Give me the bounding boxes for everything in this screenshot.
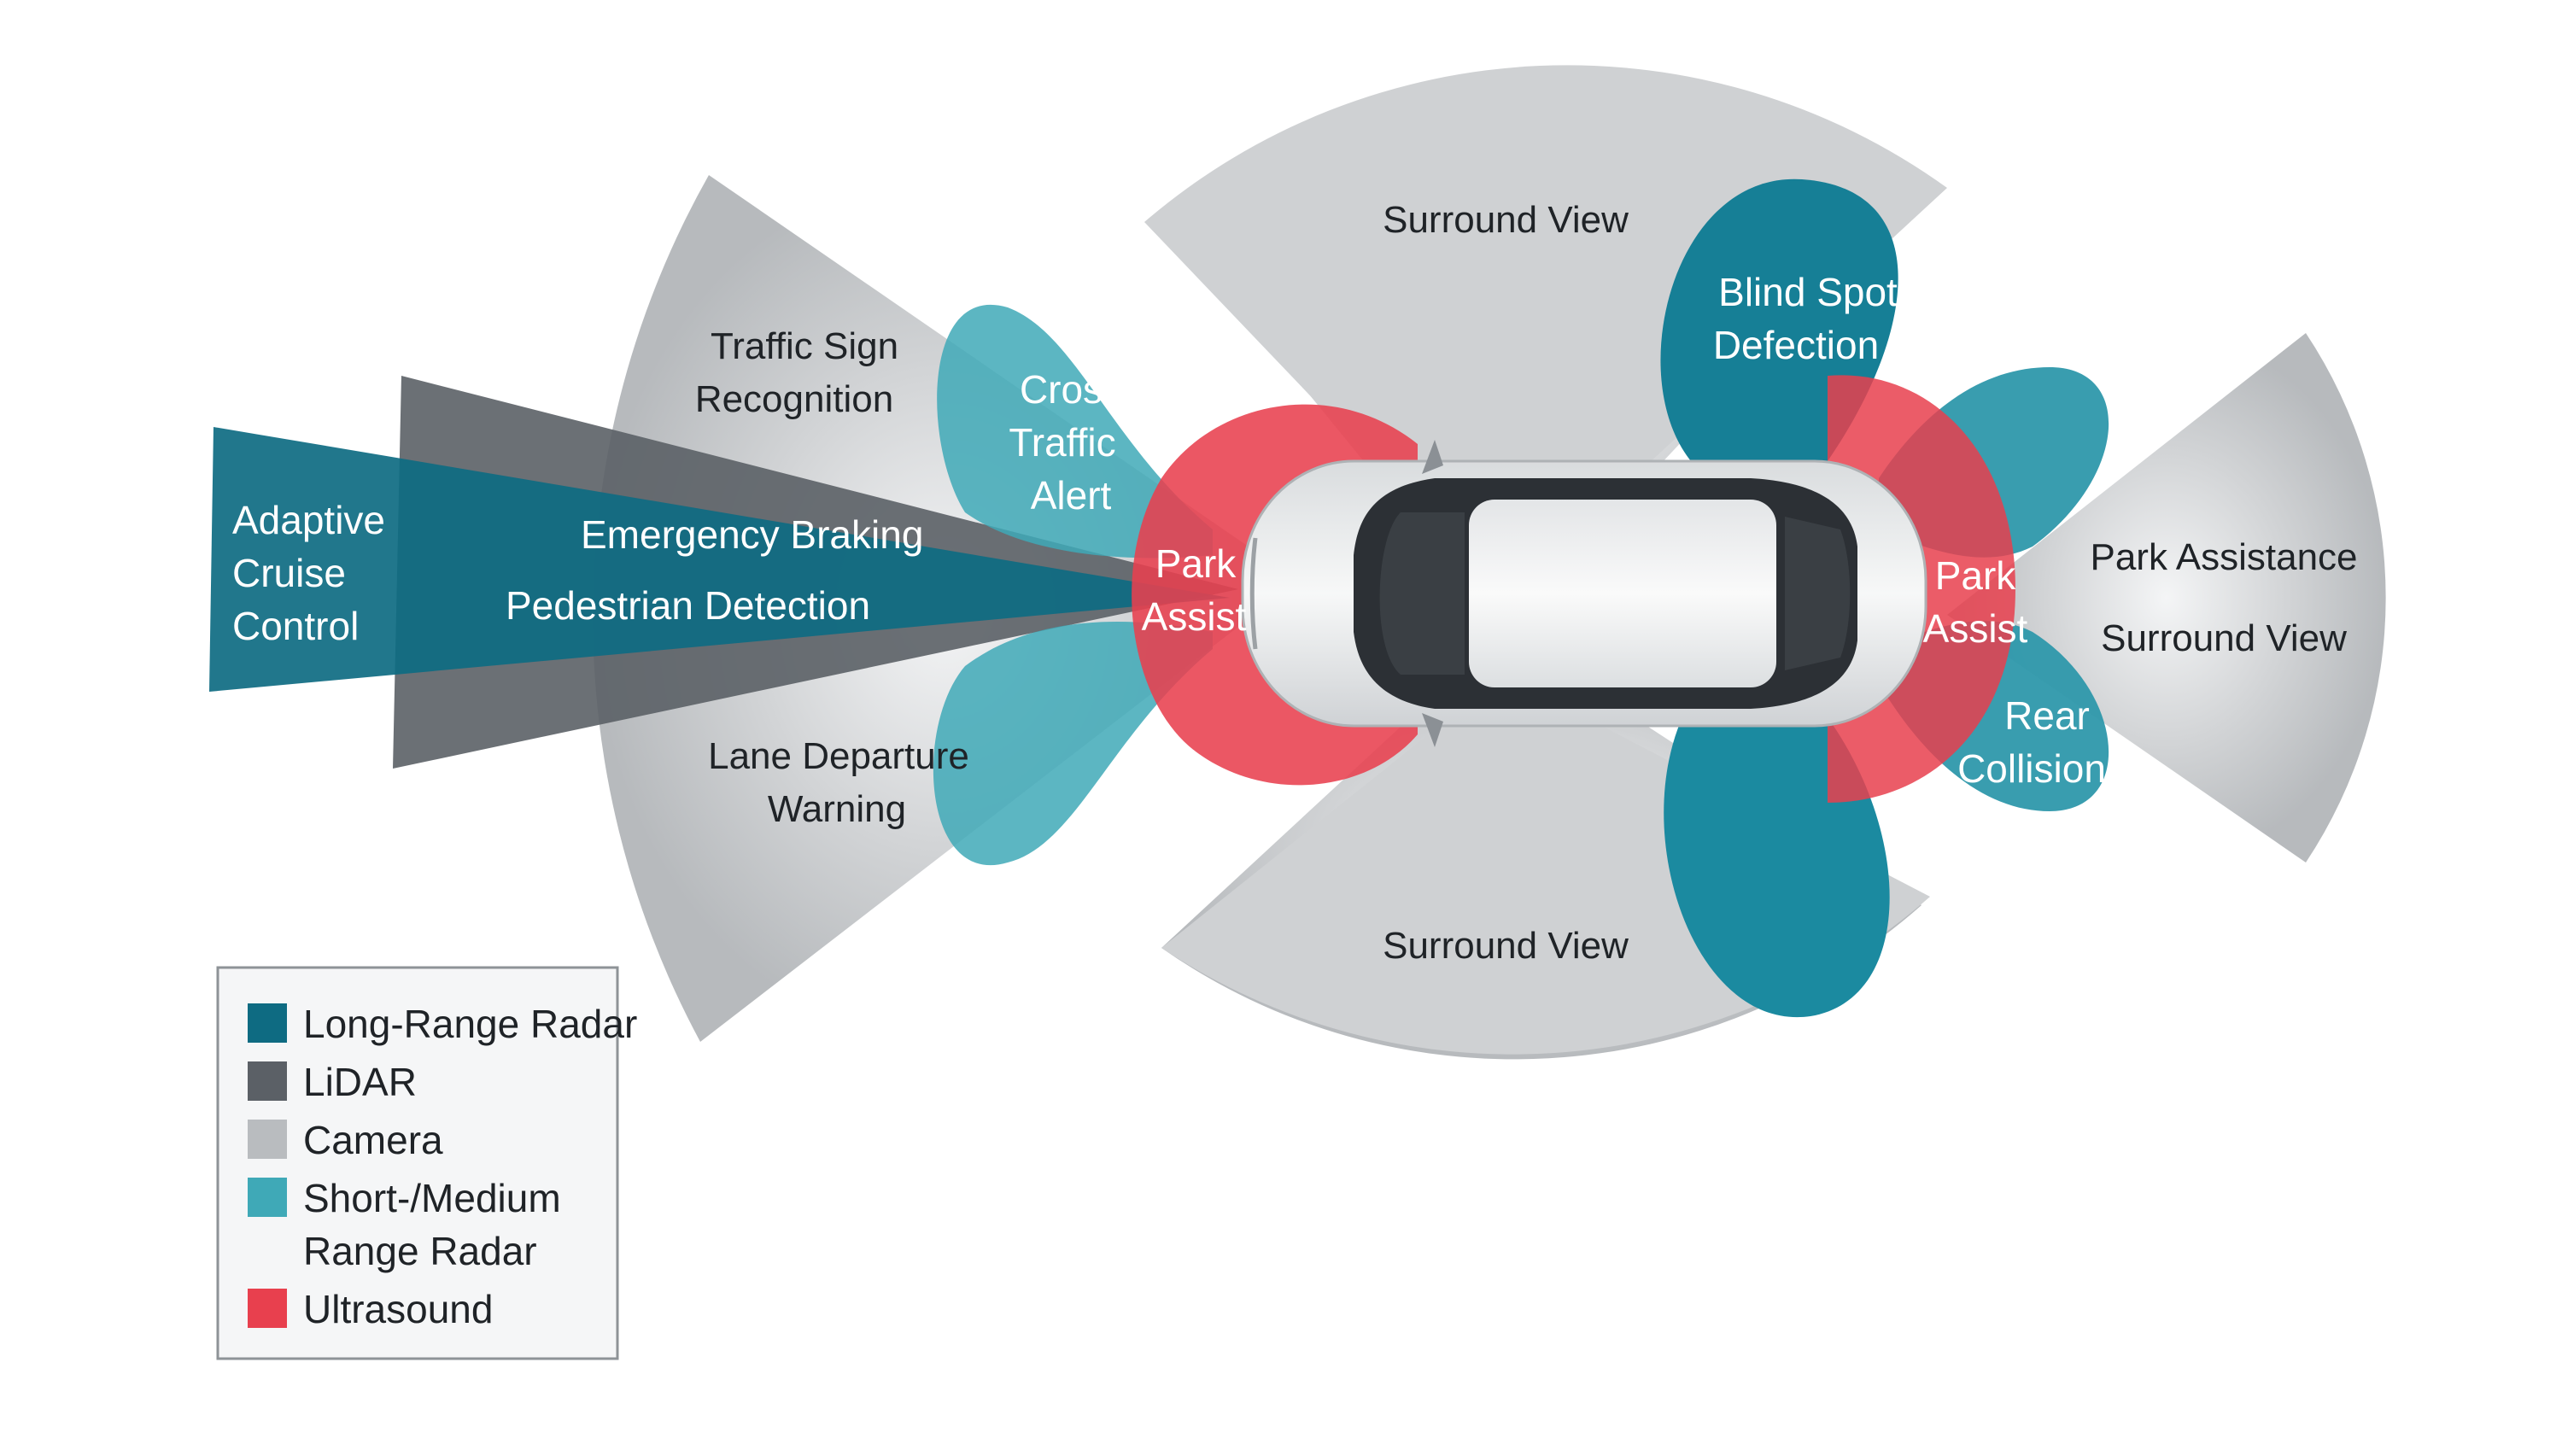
legend-label: Camera	[303, 1118, 443, 1162]
car-top-view	[1241, 440, 1927, 747]
label-line: Alert	[1031, 473, 1112, 517]
legend-swatch	[248, 1120, 287, 1159]
label-emergency-braking: Emergency Braking	[581, 512, 923, 557]
legend-label: Ultrasound	[303, 1287, 493, 1331]
label-line: Warning	[768, 788, 906, 830]
legend-swatch	[248, 1003, 287, 1043]
label-line: Park	[1935, 553, 2017, 598]
label-surround-view-rear: Surround View	[2101, 617, 2347, 659]
label-park-assist-rear: Park Assist	[1923, 553, 2028, 651]
label-line: Traffic	[1009, 420, 1115, 465]
label-park-assistance: Park Assistance	[2090, 536, 2357, 578]
label-line: Assist	[1923, 606, 2028, 651]
label-line: Blind Spot	[1718, 270, 1898, 314]
label-line: Park	[1155, 541, 1237, 586]
label-line: Assist	[1142, 594, 1247, 639]
label-line: Rear	[2004, 693, 2090, 738]
legend-swatch	[248, 1289, 287, 1328]
label-line: Defection	[1713, 323, 1879, 367]
long-range-radar-beam	[209, 427, 1230, 692]
camera-rear-wedge	[1947, 333, 2386, 862]
label-cross-traffic-alert: Cross Traffic Alert	[1009, 367, 1122, 517]
label-line: Collision	[1957, 746, 2106, 791]
label-lane-departure-warning: Lane Departure Warning	[708, 735, 969, 830]
label-pedestrian-detection: Pedestrian Detection	[506, 583, 870, 628]
short-radar-front-top	[937, 304, 1213, 558]
label-traffic-sign-recognition: Traffic Sign Recognition	[695, 325, 898, 420]
label-line: Traffic Sign	[711, 325, 898, 367]
label-park-assist-front: Park Assist	[1142, 541, 1247, 639]
label-line: Cruise	[232, 551, 346, 595]
label-line: Recognition	[695, 378, 893, 420]
legend-label: Range Radar	[303, 1229, 537, 1273]
label-surround-view-top: Surround View	[1383, 199, 1629, 241]
short-radar-front-bottom	[933, 622, 1213, 866]
label-adaptive-cruise-control: Adaptive Cruise Control	[232, 498, 385, 648]
label-line: Lane Departure	[708, 735, 969, 777]
legend-swatch	[248, 1178, 287, 1217]
label-surround-view-bottom: Surround View	[1383, 925, 1629, 967]
label-blind-spot: Blind Spot Defection	[1713, 270, 1898, 367]
legend-label: Long-Range Radar	[303, 1002, 637, 1046]
legend-label: Short-/Medium	[303, 1176, 561, 1220]
label-line: Cross	[1020, 367, 1122, 412]
label-line: Adaptive	[232, 498, 385, 542]
legend-label: LiDAR	[303, 1060, 417, 1104]
legend-swatch	[248, 1061, 287, 1101]
label-line: Control	[232, 604, 359, 648]
label-rear-collision: Rear Collision	[1957, 693, 2106, 791]
